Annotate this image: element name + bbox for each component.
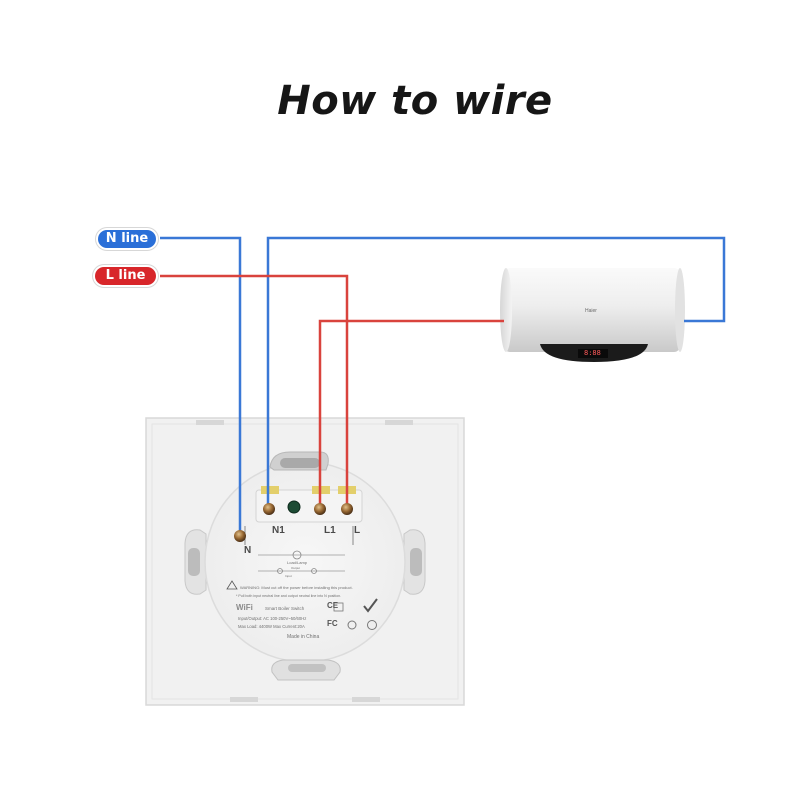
terminal-label-l1: L1 <box>324 525 336 536</box>
l-line-badge: L line <box>95 267 156 285</box>
max-load: Max Load: 4400W Max Current:20A <box>238 624 305 629</box>
ce-mark: CE <box>327 601 339 610</box>
terminal-label-n: N <box>244 545 252 556</box>
n-wire-to-n <box>160 236 242 534</box>
terminal-screws <box>234 503 353 542</box>
heater-display: 8:88 <box>584 349 601 357</box>
n1-screw <box>263 503 275 515</box>
n-screw <box>234 530 246 542</box>
made-in-label: Made in China <box>287 634 320 640</box>
terminal-label-l: L <box>354 525 361 536</box>
wires <box>160 236 726 534</box>
l1-screw <box>314 503 326 515</box>
input-label: Input <box>285 574 292 578</box>
page-title: How to wire <box>277 78 553 124</box>
n-wire-to-heater <box>266 236 726 507</box>
instruction-text: * Pull both input neutral line and outpu… <box>236 594 342 598</box>
product-name: Smart Boiler Switch <box>265 606 305 611</box>
heater-brand: Haier <box>585 308 597 314</box>
load-label: Load/Lamp <box>287 560 308 565</box>
warning-text: WARNING: Must cut off the power before i… <box>240 585 353 590</box>
n-line-badge: N line <box>98 230 156 248</box>
l-screw <box>341 503 353 515</box>
fc-mark: FC <box>327 619 338 628</box>
water-heater <box>500 268 685 362</box>
switch-back-plate <box>145 417 465 706</box>
wifi-label: WiFi <box>236 603 253 612</box>
output-label: Output <box>291 566 301 570</box>
l1-wire-to-heater <box>318 319 504 507</box>
l-wire-to-l <box>160 274 349 507</box>
io-spec: Input/Output: AC 100-250V~50/60Hz <box>238 616 307 621</box>
terminal-label-n1: N1 <box>272 525 285 536</box>
